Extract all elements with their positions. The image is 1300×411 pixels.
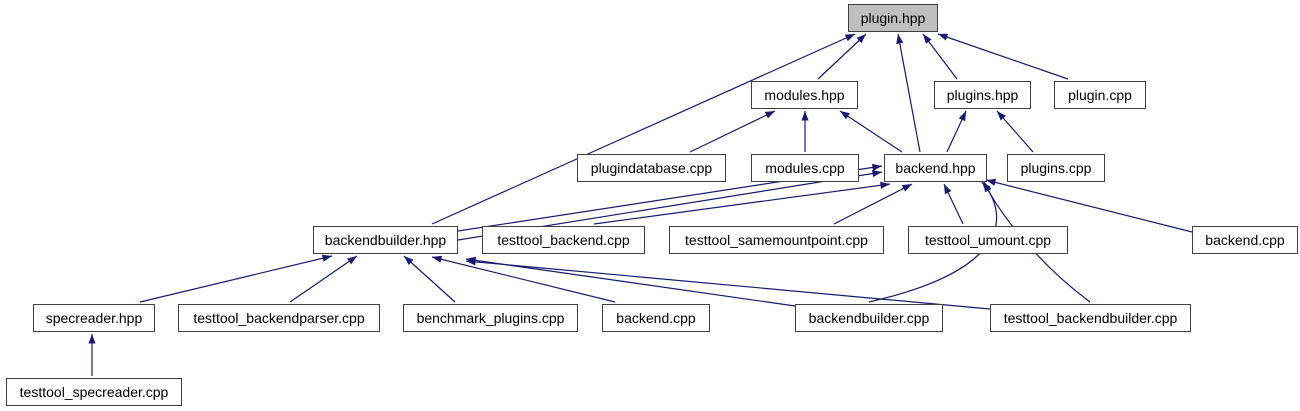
graph-edge <box>593 181 891 225</box>
graph-node-modules-cpp[interactable]: modules.cpp <box>751 154 859 182</box>
graph-edge <box>689 110 776 153</box>
graph-edge <box>922 33 958 80</box>
graph-node-label: testtool_backendparser.cpp <box>193 310 365 326</box>
graph-edge <box>833 183 913 225</box>
graph-node-label: backend.hpp <box>895 160 976 176</box>
graph-node-label: modules.hpp <box>764 87 845 103</box>
graph-node-label: backend.cpp <box>616 310 696 326</box>
graph-edge <box>465 256 796 307</box>
graph-node-backendbuilder-hpp[interactable]: backendbuilder.hpp <box>313 226 458 254</box>
graph-node-label: backendbuilder.hpp <box>324 232 447 248</box>
graph-edge <box>946 110 967 153</box>
graph-edge <box>937 33 1069 80</box>
graph-edge <box>465 258 991 310</box>
graph-node-label: testtool_backend.cpp <box>497 232 630 248</box>
graph-node-testtool-specreader-cpp[interactable]: testtool_specreader.cpp <box>6 378 182 406</box>
graph-node-label: plugin.hpp <box>860 10 926 26</box>
graph-node-label: plugin.cpp <box>1068 87 1132 103</box>
graph-node-label: plugins.cpp <box>1020 160 1092 176</box>
graph-edge <box>403 255 456 303</box>
graph-node-plugindatabase-cpp[interactable]: plugindatabase.cpp <box>577 154 726 182</box>
graph-node-testtool-samemountpoint-cpp[interactable]: testtool_samemountpoint.cpp <box>669 226 884 254</box>
graph-node-plugin-hpp[interactable]: plugin.hpp <box>848 4 938 32</box>
graph-node-label: specreader.hpp <box>45 310 143 326</box>
graph-node-plugins-hpp[interactable]: plugins.hpp <box>934 81 1031 109</box>
graph-edge <box>996 110 1034 153</box>
graph-node-backend-cpp-top[interactable]: backend.cpp <box>1192 226 1298 254</box>
graph-node-label: testtool_specreader.cpp <box>19 384 169 400</box>
graph-node-label: testtool_umount.cpp <box>924 232 1052 248</box>
graph-edge <box>839 110 903 153</box>
graph-edge <box>985 178 1193 233</box>
graph-edge <box>289 255 358 303</box>
graph-node-modules-hpp[interactable]: modules.hpp <box>751 81 858 109</box>
graph-edge <box>139 254 333 303</box>
graph-edge <box>817 33 867 80</box>
graph-node-label: modules.cpp <box>765 160 845 176</box>
graph-node-label: plugins.hpp <box>946 87 1019 103</box>
graph-edge <box>896 33 921 153</box>
graph-node-testtool-backendbuilder-cpp[interactable]: testtool_backendbuilder.cpp <box>990 304 1191 332</box>
graph-node-testtool-backendparser-cpp[interactable]: testtool_backendparser.cpp <box>178 304 380 332</box>
graph-node-testtool-backend-cpp[interactable]: testtool_backend.cpp <box>482 226 645 254</box>
graph-node-backend-hpp[interactable]: backend.hpp <box>884 154 987 182</box>
graph-edge <box>943 183 964 225</box>
graph-edge <box>431 255 616 303</box>
graph-node-label: benchmark_plugins.cpp <box>416 310 565 326</box>
graph-edge <box>431 33 856 225</box>
graph-node-benchmark-plugins-cpp[interactable]: benchmark_plugins.cpp <box>403 304 578 332</box>
graph-node-label: testtool_backendbuilder.cpp <box>1003 310 1178 326</box>
graph-node-label: plugindatabase.cpp <box>590 160 713 176</box>
graph-node-label: backendbuilder.cpp <box>808 310 930 326</box>
graph-node-label: backend.cpp <box>1205 232 1285 248</box>
graph-node-specreader-hpp[interactable]: specreader.hpp <box>33 304 155 332</box>
graph-node-backend-cpp-bottom[interactable]: backend.cpp <box>602 304 710 332</box>
graph-node-backendbuilder-cpp[interactable]: backendbuilder.cpp <box>795 304 943 332</box>
graph-node-label: testtool_samemountpoint.cpp <box>685 232 868 248</box>
graph-node-testtool-umount-cpp[interactable]: testtool_umount.cpp <box>908 226 1068 254</box>
graph-node-plugins-cpp[interactable]: plugins.cpp <box>1007 154 1105 182</box>
graph-node-plugin-cpp[interactable]: plugin.cpp <box>1054 81 1146 109</box>
